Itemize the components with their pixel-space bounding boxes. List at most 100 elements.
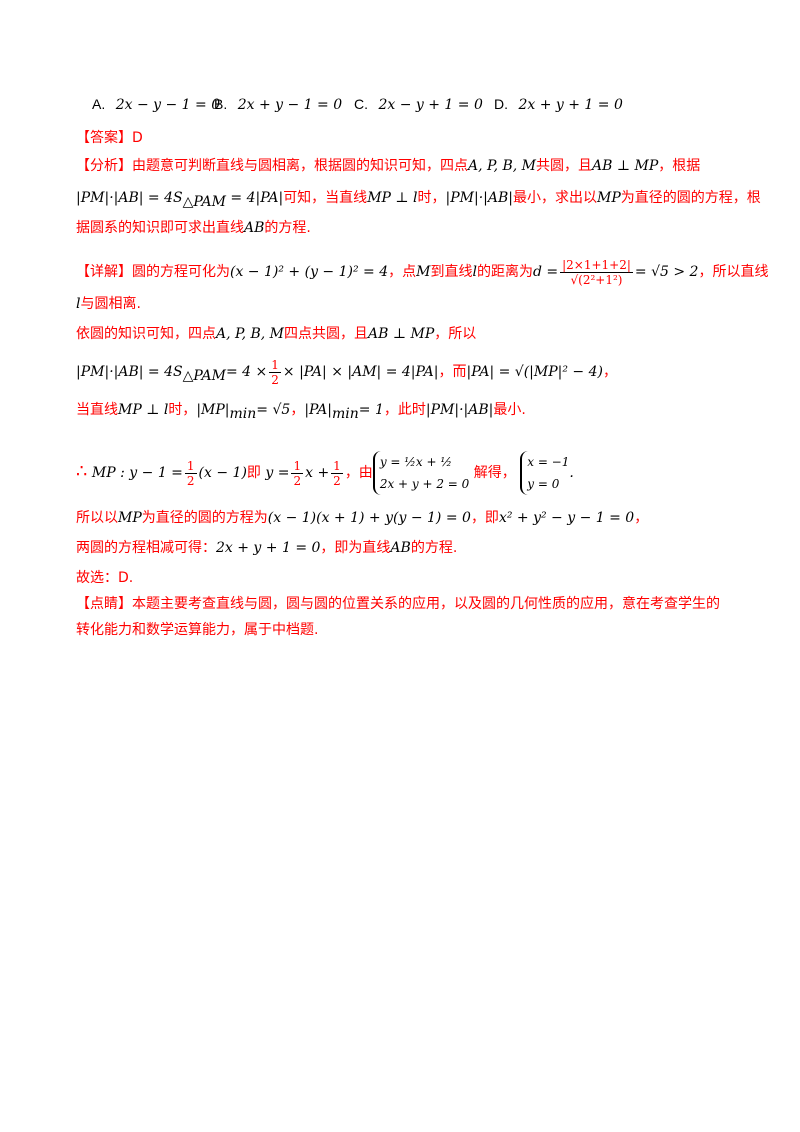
math-m: M <box>416 264 431 280</box>
option-a: A. 2x − y − 1 = 0 <box>92 96 220 113</box>
analysis-line-1: 【分析】由题意可判断直线与圆相离，根据圆的知识可知，四点A, P, B, M共圆… <box>76 156 740 176</box>
analysis-text: 由题意可判断直线与圆相离，根据圆的知识可知，四点 <box>132 158 468 174</box>
equation-system: y = ½x + ½ 2x + y + 2 = 0 <box>372 451 470 495</box>
detail-text: ， <box>290 402 305 418</box>
detail-text: ，由 <box>344 465 373 481</box>
math-perp: AB ⊥ MP <box>368 326 435 342</box>
math-expr: |PM|·|AB| <box>445 190 513 206</box>
analysis-text: ，根据 <box>658 158 701 174</box>
detail-text: ，点 <box>388 264 417 280</box>
detail-text: 的距离为 <box>476 264 533 280</box>
detail-text: 当直线 <box>76 402 118 418</box>
detail-text: 时， <box>168 402 197 418</box>
system-eq-1: y = ½x + ½ <box>379 455 452 469</box>
detail-line-2: l与圆相离. <box>76 294 740 314</box>
math-ab: AB <box>390 540 411 556</box>
detail-text: 为直径的圆的方程为 <box>141 510 268 526</box>
detail-text: ，此时 <box>383 402 426 418</box>
detail-text: 所以以 <box>76 510 118 526</box>
math-expr: . <box>569 465 574 481</box>
detail-text: 四点共圆，且 <box>284 326 369 342</box>
option-c: C. 2x − y + 1 = 0 <box>354 96 483 113</box>
math-expr: y = <box>265 465 290 481</box>
solution-system: x = −1 y = 0 <box>520 451 569 495</box>
answer-line: 【答案】D <box>76 128 740 148</box>
option-expr: 2x + y + 1 = 0 <box>518 97 623 113</box>
option-expr: 2x − y + 1 = 0 <box>378 97 483 113</box>
fraction-numerator: 1 <box>331 458 343 474</box>
math-points: A, P, B, M <box>216 326 285 342</box>
fraction-denominator: √(2²+1²) <box>570 272 623 287</box>
fraction-numerator: |2×1+1+2| <box>560 257 633 273</box>
solution-y: y = 0 <box>527 477 560 491</box>
detail-tag: 【详解】 <box>76 264 132 280</box>
option-letter: A. <box>92 96 106 112</box>
detail-text: ， <box>602 364 617 380</box>
fraction-denominator: 2 <box>271 372 279 387</box>
math-sub: △PAM <box>182 367 226 384</box>
math-mp: MP <box>118 510 142 526</box>
math-d-rhs: = √5 > 2 <box>634 264 699 280</box>
math-expr: |PM|·|AB| = 4S <box>76 364 183 380</box>
math-expr: x + <box>305 465 330 481</box>
detail-text: 解得， <box>473 465 516 481</box>
math-circle: (x − 1)² + (y − 1)² = 4 <box>230 264 389 280</box>
math-expr: (x − 1) <box>198 465 247 481</box>
option-d: D. 2x + y + 1 = 0 <box>494 96 623 113</box>
detail-text: ，所以 <box>434 326 477 342</box>
math-perp: MP ⊥ l <box>367 190 418 206</box>
option-letter: C. <box>354 96 368 112</box>
math-perp: AB ⊥ MP <box>592 158 659 174</box>
option-letter: B. <box>214 96 228 112</box>
analysis-line-2: |PM|·|AB| = 4S△PAM = 4|PA|可知，当直线MP ⊥ l时，… <box>76 188 761 212</box>
detail-line-3: 依圆的知识可知，四点A, P, B, M四点共圆，且AB ⊥ MP，所以 <box>76 324 740 344</box>
detail-text: 与圆相离. <box>80 296 141 312</box>
analysis-text: 时， <box>417 190 446 206</box>
comment-line-2: 转化能力和数学运算能力，属于中档题. <box>76 620 740 640</box>
fraction-numerator: 1 <box>184 458 197 474</box>
analysis-text: 为直径的圆的方程，根 <box>620 190 761 206</box>
fraction-denominator: 2 <box>293 473 302 488</box>
option-expr: 2x + y − 1 = 0 <box>237 97 343 113</box>
fraction-numerator: 1 <box>291 458 304 474</box>
comment-tag: 【点睛】 <box>76 596 132 612</box>
detail-text: 圆的方程可化为 <box>132 264 230 280</box>
detail-line-7: 所以以MP为直径的圆的方程为(x − 1)(x + 1) + y(y − 1) … <box>76 508 740 528</box>
detail-text: ，即为直线 <box>320 540 391 556</box>
math-pa: |PA| = √(|MP|² − 4) <box>466 364 603 380</box>
analysis-text: 最小，求出以 <box>512 190 597 206</box>
solution-x: x = −1 <box>527 455 570 469</box>
math-value: = 1 <box>358 402 384 418</box>
detail-line-8: 两圆的方程相减可得：2x + y + 1 = 0，即为直线AB的方程. <box>76 538 740 558</box>
analysis-line-3: 据圆系的知识即可求出直线AB的方程. <box>76 218 740 238</box>
math-sub: min <box>332 405 359 422</box>
option-letter: D. <box>494 96 508 112</box>
math-value: = √5 <box>256 402 291 418</box>
system-eq-2: 2x + y + 2 = 0 <box>379 477 470 491</box>
detail-text: 故选：D. <box>76 570 134 586</box>
math-sub: △PAM <box>182 193 226 210</box>
math-min: |PA| <box>304 402 332 418</box>
math-l: l <box>472 264 477 280</box>
detail-line-9: 故选：D. <box>76 568 740 588</box>
detail-text: ，所以直线 <box>698 264 769 280</box>
distance-fraction: |2×1+1+2|√(2²+1²) <box>560 258 633 287</box>
detail-text: 最小. <box>493 402 526 418</box>
comment-line-1: 【点睛】本题主要考查直线与圆，圆与圆的位置关系的应用，以及圆的几何性质的应用，意… <box>76 594 740 614</box>
analysis-text: 共圆，且 <box>536 158 593 174</box>
analysis-text: 据圆系的知识即可求出直线 <box>76 220 244 236</box>
detail-text: 即 <box>246 465 261 481</box>
option-b: B. 2x + y − 1 = 0 <box>214 96 342 113</box>
analysis-tag: 【分析】 <box>76 158 132 174</box>
math-min: |MP| <box>196 402 230 418</box>
math-eq: x² + y² − y − 1 = 0 <box>498 510 635 526</box>
fraction-denominator: 2 <box>333 473 341 488</box>
math-formula: |PM|·|AB| = 4S <box>76 190 183 206</box>
math-eq: (x − 1)(x + 1) + y(y − 1) = 0 <box>267 510 471 526</box>
math-expr: × |PA| × |AM| = 4|PA| <box>282 364 439 380</box>
